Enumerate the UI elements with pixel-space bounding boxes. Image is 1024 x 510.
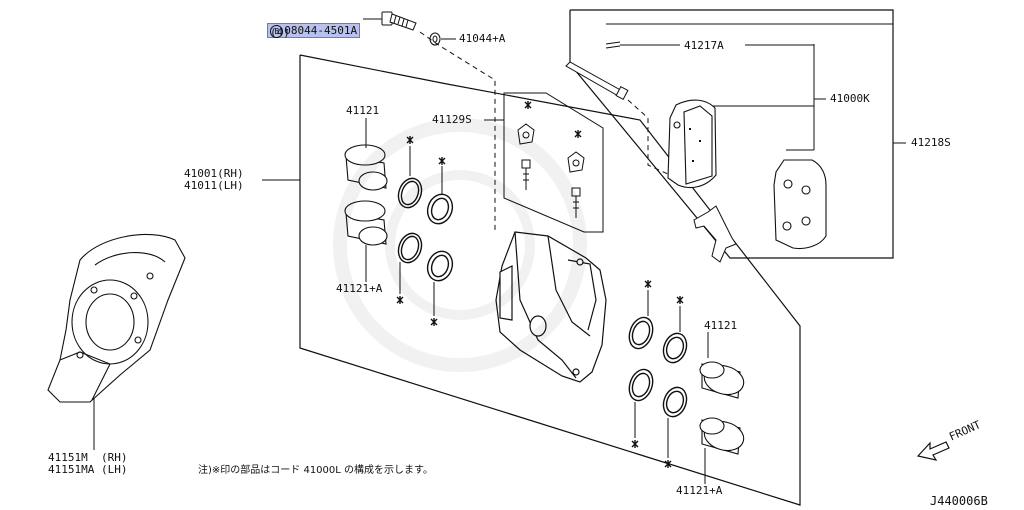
diagram-code: J440006B [930, 494, 988, 508]
brake-pad-outer [667, 99, 717, 189]
callout-piston-lower-left[interactable]: 41121+A [336, 282, 383, 295]
pad-spring [693, 205, 737, 263]
seal-kit-frame [503, 92, 604, 233]
caliper-body [495, 231, 607, 383]
callout-shield-rh[interactable]: 41151M (RH) [48, 451, 128, 464]
footnote: 注)※印の部品はコード 41000L の構成を示します。 [198, 465, 434, 476]
callout-washer[interactable]: 41044+A [459, 32, 506, 45]
guide-pin [565, 61, 629, 100]
dust-shield [47, 234, 186, 403]
callout-shield-lh[interactable]: 41151MA (LH) [48, 463, 128, 476]
seals-right [628, 316, 688, 418]
piston-upper-left [344, 144, 388, 191]
piston-lower-right [699, 417, 745, 455]
callout-seal-kit[interactable]: 41129S [432, 113, 472, 126]
bolt-part-number: 08044-4501A [284, 24, 358, 37]
callout-pin[interactable]: 41217A [684, 39, 724, 52]
callout-piston-upper-right[interactable]: 41121 [704, 319, 738, 332]
callout-pad-set[interactable]: 41218S [911, 136, 951, 149]
piston-lower-left [344, 200, 388, 246]
pin-clip [605, 41, 621, 49]
washer [429, 32, 456, 46]
callout-caliper-rh[interactable]: 41001(RH) [184, 167, 244, 180]
front-arrow-icon [916, 441, 950, 461]
brake-pad-inner [773, 159, 827, 250]
pad-set-frame [569, 9, 894, 259]
bleeder-screw-parts [517, 123, 585, 218]
seals-left [397, 177, 454, 282]
caliper-kit-frame [299, 54, 801, 506]
callout-caliper-lh[interactable]: 41011(LH) [184, 179, 244, 192]
callout-piston-lower-right[interactable]: 41121+A [676, 484, 723, 497]
callout-pad-kit[interactable]: 41000K [830, 92, 870, 105]
bolt-badge: B [270, 25, 284, 38]
callout-piston-upper-left[interactable]: 41121 [346, 104, 380, 117]
caliper-bolt [363, 11, 417, 31]
callout-bolt-qty: (4) [270, 26, 290, 39]
piston-upper-right [699, 361, 745, 399]
watermark-emblem [333, 118, 587, 372]
